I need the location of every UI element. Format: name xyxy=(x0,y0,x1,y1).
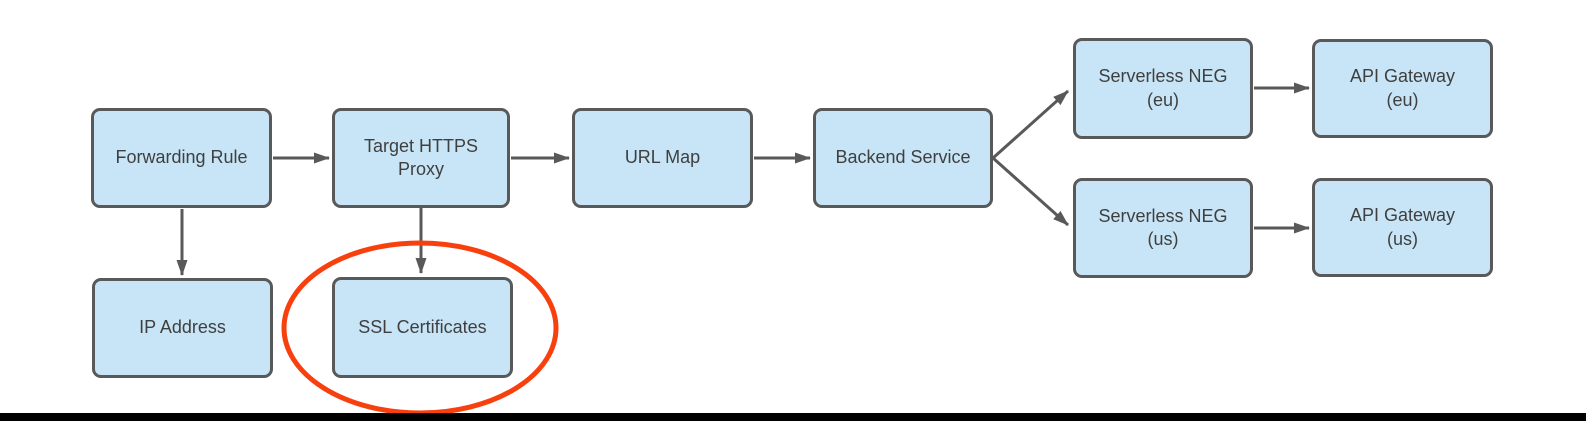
node-label: IP Address xyxy=(139,317,226,338)
edge-backend-service-to-serverless-neg-eu xyxy=(992,89,1069,160)
node-url-map: URL Map xyxy=(572,108,753,208)
node-label: Serverless NEG (eu) xyxy=(1098,66,1228,110)
node-api-gateway-us: API Gateway (us) xyxy=(1312,178,1493,277)
node-label: Backend Service xyxy=(835,147,971,168)
node-label: API Gateway (us) xyxy=(1349,205,1456,249)
node-backend-service: Backend Service xyxy=(813,108,993,208)
node-ip-address: IP Address xyxy=(92,278,273,378)
node-label: API Gateway (eu) xyxy=(1349,66,1456,110)
node-ssl-certificates: SSL Certificates xyxy=(332,277,513,378)
node-label: SSL Certificates xyxy=(358,316,487,337)
node-label: URL Map xyxy=(624,147,701,168)
edge-backend-service-to-serverless-neg-us xyxy=(992,156,1069,227)
node-label: Target HTTPS Proxy xyxy=(363,135,479,179)
node-serverless-neg-us: Serverless NEG (us) xyxy=(1073,178,1253,278)
node-forwarding-rule: Forwarding Rule xyxy=(91,108,272,208)
node-serverless-neg-eu: Serverless NEG (eu) xyxy=(1073,38,1253,139)
bottom-black-bar xyxy=(0,413,1586,421)
node-target-https-proxy: Target HTTPS Proxy xyxy=(332,108,510,208)
node-label: Forwarding Rule xyxy=(115,147,248,168)
node-label: Serverless NEG (us) xyxy=(1098,205,1228,249)
node-api-gateway-eu: API Gateway (eu) xyxy=(1312,39,1493,138)
